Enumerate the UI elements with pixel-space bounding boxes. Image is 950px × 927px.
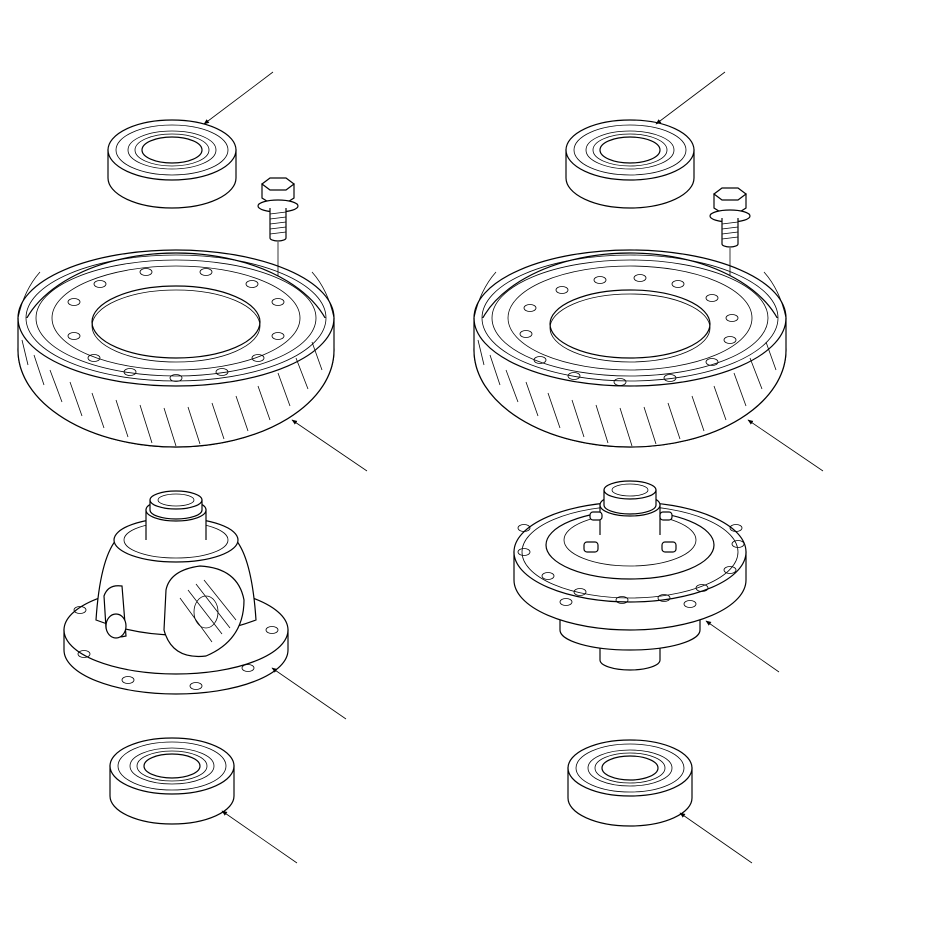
left-final-driven-gear [17, 249, 335, 448]
left-lower-bearing [109, 737, 235, 825]
right-final-driven-gear [473, 249, 787, 448]
left-leader-lines [203, 71, 368, 864]
right-leader-lines [655, 71, 824, 864]
right-lower-bearing [567, 739, 693, 827]
right-flange-bolt [709, 187, 751, 340]
left-differential-carrier [63, 490, 289, 695]
right-upper-bearing [565, 119, 695, 209]
left-upper-bearing [107, 119, 237, 209]
right-assembly [473, 71, 824, 864]
right-differential-carrier [513, 480, 747, 671]
left-assembly [17, 71, 368, 864]
